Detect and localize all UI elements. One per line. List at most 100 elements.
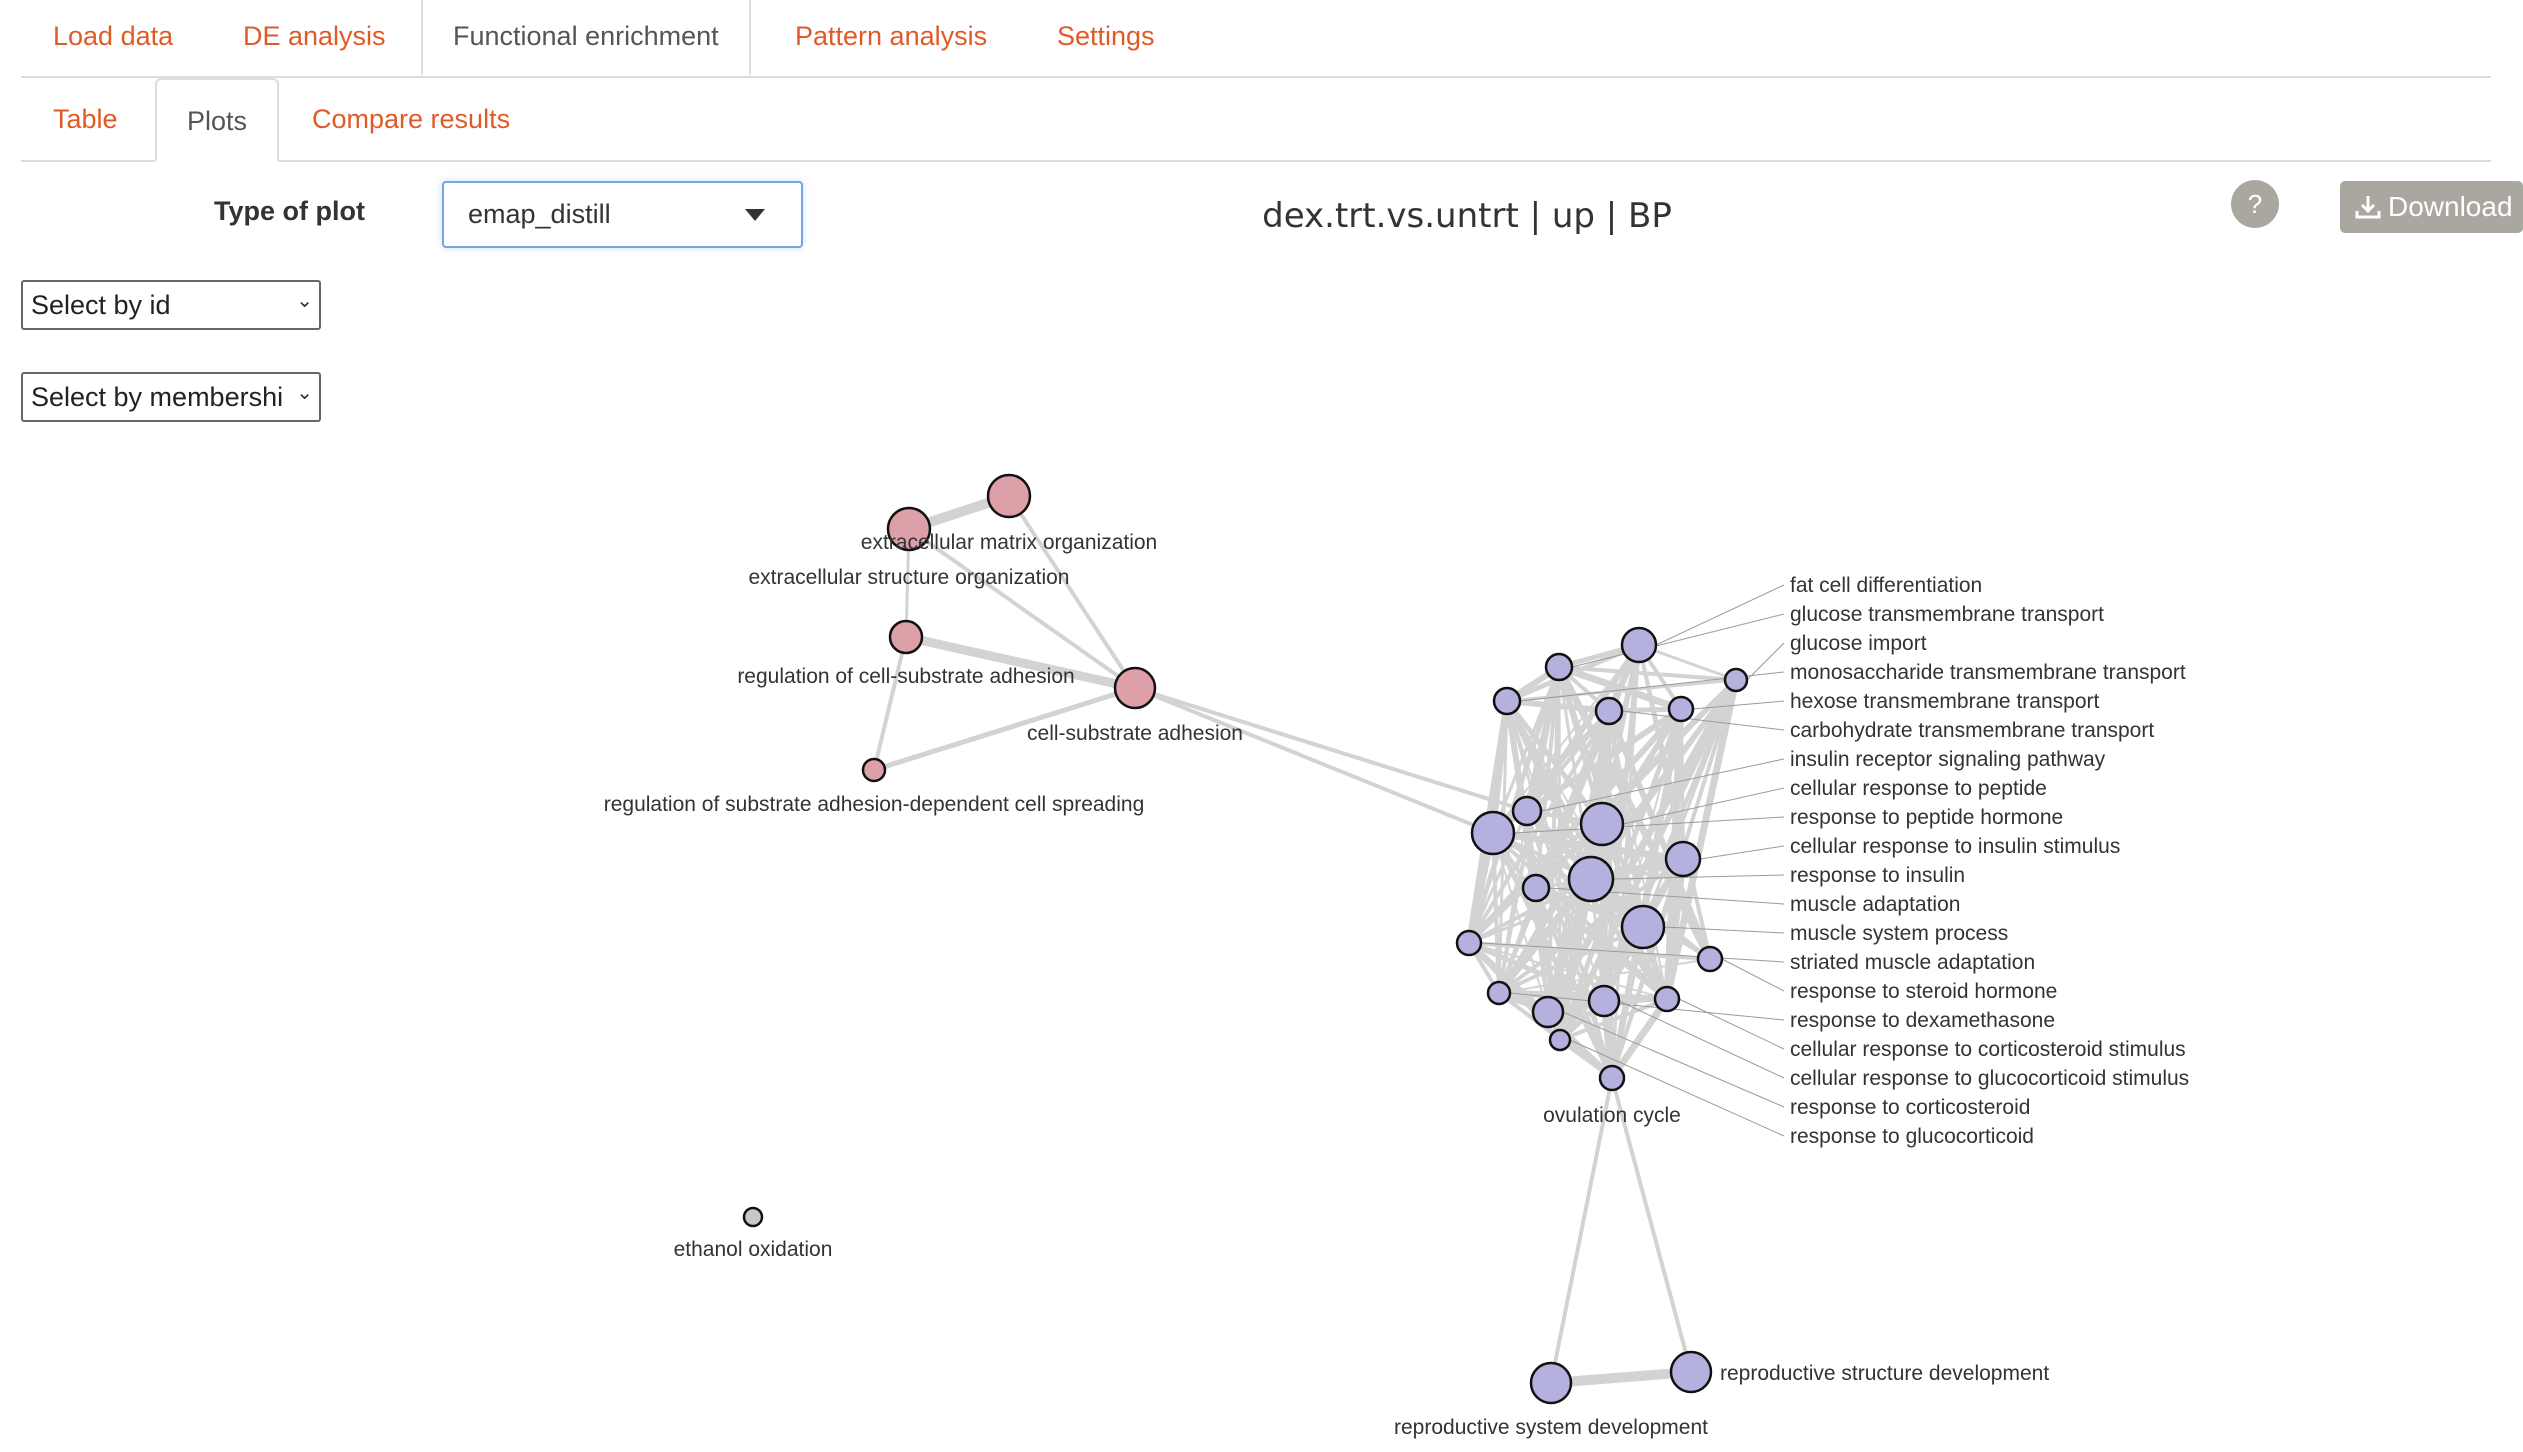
graph-edge <box>1557 925 1646 1042</box>
graph-node-label: monosaccharide transmembrane transport <box>1790 661 2186 684</box>
graph-node-label: carbohydrate transmembrane transport <box>1790 719 2154 742</box>
chevron-down-icon: ⌄ <box>296 382 313 404</box>
graph-node <box>1598 1064 1626 1092</box>
graph-edge <box>1466 706 1684 946</box>
graph-node-label: response to peptide hormone <box>1790 806 2063 829</box>
plot-title: dex.trt.vs.untrt | up | BP <box>1262 196 1672 236</box>
graph-node-label: response to dexamethasone <box>1790 1009 2055 1032</box>
graph-node-label: muscle system process <box>1790 922 2008 945</box>
label-leader-line <box>1621 710 1785 731</box>
label-leader-line <box>1612 874 1785 880</box>
tab-settings[interactable]: Settings <box>1057 21 1155 51</box>
graph-node <box>888 619 924 655</box>
main-nav: Load data DE analysis Functional enrichm… <box>21 0 2491 78</box>
graph-node <box>1548 1028 1572 1052</box>
graph-node <box>1529 1361 1573 1405</box>
download-icon <box>2355 196 2381 219</box>
help-button[interactable]: ? <box>2231 180 2279 228</box>
graph-edge <box>1663 679 1740 1000</box>
graph-node <box>1521 873 1551 903</box>
graph-edge <box>1506 700 1644 928</box>
graph-node-label: glucose import <box>1790 632 1927 655</box>
graph-edge <box>1609 997 1670 1080</box>
subtab-table[interactable]: Table <box>53 104 118 134</box>
graph-node-label: cell-substrate adhesion <box>1027 722 1243 745</box>
graph-edge <box>1663 858 1687 1000</box>
graph-node-label: response to steroid hormone <box>1790 980 2057 1003</box>
label-leader-line <box>1509 992 1785 1021</box>
tab-de-analysis[interactable]: DE analysis <box>243 21 386 51</box>
graph-node <box>1587 984 1621 1018</box>
label-leader-line <box>1678 998 1785 1050</box>
graph-edge <box>1557 663 1683 713</box>
graph-edge <box>1468 940 1605 1004</box>
label-leader-line <box>1480 942 1785 963</box>
graph-node <box>1492 686 1522 716</box>
graph-node-label: striated muscle adaptation <box>1790 951 2035 974</box>
label-leader-line <box>1562 1011 1785 1108</box>
graph-node <box>1696 945 1724 973</box>
label-leader-line <box>1540 758 1785 812</box>
chevron-down-icon: ⌄ <box>296 290 313 312</box>
type-of-plot-select[interactable]: emap_distill <box>442 181 803 248</box>
graph-edge <box>1534 887 1614 1079</box>
graph-edge <box>1498 810 1528 994</box>
graph-edge <box>1498 925 1644 995</box>
graph-edge <box>1558 665 1737 682</box>
graph-node <box>1470 810 1516 856</box>
graph-node-label: response to insulin <box>1790 864 1965 887</box>
graph-edge <box>1549 1077 1614 1384</box>
label-leader-line <box>1663 926 1785 934</box>
graph-node-label: regulation of substrate adhesion-depende… <box>604 793 1145 816</box>
graph-node-label: glucose transmembrane transport <box>1790 603 2104 626</box>
graph-node <box>1531 995 1565 1029</box>
caret-down-icon <box>745 209 765 221</box>
subtab-compare-results[interactable]: Compare results <box>312 104 511 134</box>
label-leader-line <box>1622 787 1785 825</box>
graph-node <box>1594 696 1624 726</box>
type-of-plot-label: Type of plot <box>214 196 365 226</box>
graph-node <box>1653 985 1681 1013</box>
graph-node-label: regulation of cell-substrate adhesion <box>737 665 1074 688</box>
tab-load-data[interactable]: Load data <box>53 21 174 51</box>
graph-edge <box>1498 958 1711 994</box>
label-leader-line <box>1692 700 1785 710</box>
graph-node-label: response to corticosteroid <box>1790 1096 2030 1119</box>
graph-node-label: extracellular matrix organization <box>861 531 1157 554</box>
label-leader-line <box>1618 1000 1785 1079</box>
graph-edge <box>1496 877 1594 995</box>
graph-edge <box>873 685 1136 773</box>
download-label: Download <box>2388 191 2513 222</box>
graph-edge <box>1559 997 1668 1042</box>
graph-node-label: cellular response to peptide <box>1790 777 2047 800</box>
select-by-membership[interactable]: Select by membershi ⌄ <box>21 372 321 422</box>
label-leader-line <box>1571 613 1785 668</box>
subtab-plots[interactable]: Plots <box>155 78 280 162</box>
graph-edge <box>1545 878 1594 1013</box>
graph-edge <box>1506 678 1737 703</box>
graph-node <box>1579 801 1625 847</box>
graph-node <box>1486 980 1512 1006</box>
select-by-id[interactable]: Select by id ⌄ <box>21 280 321 330</box>
graph-node-label: hexose transmembrane transport <box>1790 690 2099 713</box>
label-leader-line <box>1655 584 1785 646</box>
graph-edge <box>1534 885 1669 1002</box>
graph-node <box>1620 904 1666 950</box>
graph-edge <box>1610 1077 1693 1373</box>
tab-functional-enrichment[interactable]: Functional enrichment <box>421 0 751 76</box>
graph-node-label: ethanol oxidation <box>674 1238 833 1261</box>
graph-node <box>1669 1350 1713 1394</box>
graph-node <box>1455 929 1483 957</box>
label-leader-line <box>1721 958 1785 992</box>
graph-node-label: insulin receptor signaling pathway <box>1790 748 2106 771</box>
graph-node-label: cellular response to corticosteroid stim… <box>1790 1038 2186 1061</box>
graph-edge <box>1007 494 1137 690</box>
graph-node <box>1113 666 1157 710</box>
graph-edge <box>1468 941 1711 961</box>
graph-edge <box>905 632 1136 693</box>
tab-pattern-analysis[interactable]: Pattern analysis <box>795 21 988 51</box>
graph-node-label: extracellular structure organization <box>749 566 1070 589</box>
download-button[interactable]: Download <box>2340 181 2523 233</box>
select-by-id-value: Select by id <box>31 290 171 320</box>
